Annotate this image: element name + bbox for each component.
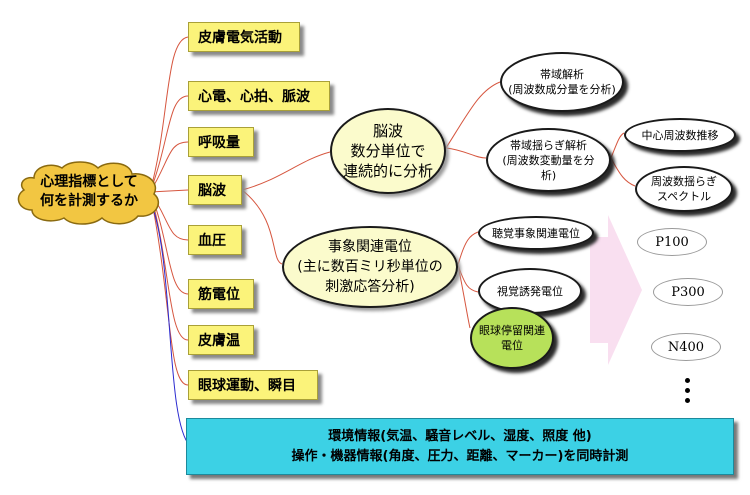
band-fluctuation-node: 帯域揺らぎ解析 (周波数変動量を分 析) (486, 128, 611, 192)
more-ellipsis-icon (684, 378, 692, 410)
eye-fixation-related-potential-node: 眼球停留関連 電位 (470, 307, 554, 369)
category-skin-temperature: 皮膚温 (188, 325, 254, 355)
erp-node: 事象関連電位 (主に数百ミリ秒単位の 刺激応答分析) (282, 226, 458, 308)
visual-evoked-potential-node: 視覚誘発電位 (478, 268, 582, 314)
component-n400: N400 (651, 333, 721, 361)
component-p300: P300 (653, 278, 723, 306)
center-frequency-node: 中心周波数推移 (624, 118, 736, 152)
category-emg: 筋電位 (188, 279, 254, 309)
category-eye-movement-blink: 眼球運動、瞬目 (188, 370, 318, 400)
frequency-fluctuation-spectrum-node: 周波数揺らぎ スペクトル (635, 166, 733, 212)
cloud-shape (17, 161, 159, 225)
eeg-analysis-node: 脳波 数分単位で 連続的に分析 (330, 108, 446, 194)
category-blood-pressure: 血圧 (188, 225, 242, 255)
category-skin-conductance: 皮膚電気活動 (188, 22, 300, 52)
category-ecg-heart-pulse: 心電、心拍、脈波 (188, 81, 330, 111)
band-analysis-node: 帯域解析 (周波数成分量を分析) (500, 52, 624, 112)
auditory-erp-node: 聴覚事象関連電位 (478, 216, 594, 250)
category-respiration: 呼吸量 (188, 127, 254, 157)
root-label: 心理指標として 何を計測するか (40, 174, 138, 209)
root-node: 心理指標として 何を計測するか (14, 158, 164, 226)
category-brainwave: 脳波 (188, 175, 242, 205)
arrow-right-icon (590, 215, 642, 365)
component-p100: P100 (637, 228, 707, 256)
environment-info-box: 環境情報(気温、騒音レベル、湿度、照度 他) 操作・機器情報(角度、圧力、距離、… (186, 418, 734, 475)
